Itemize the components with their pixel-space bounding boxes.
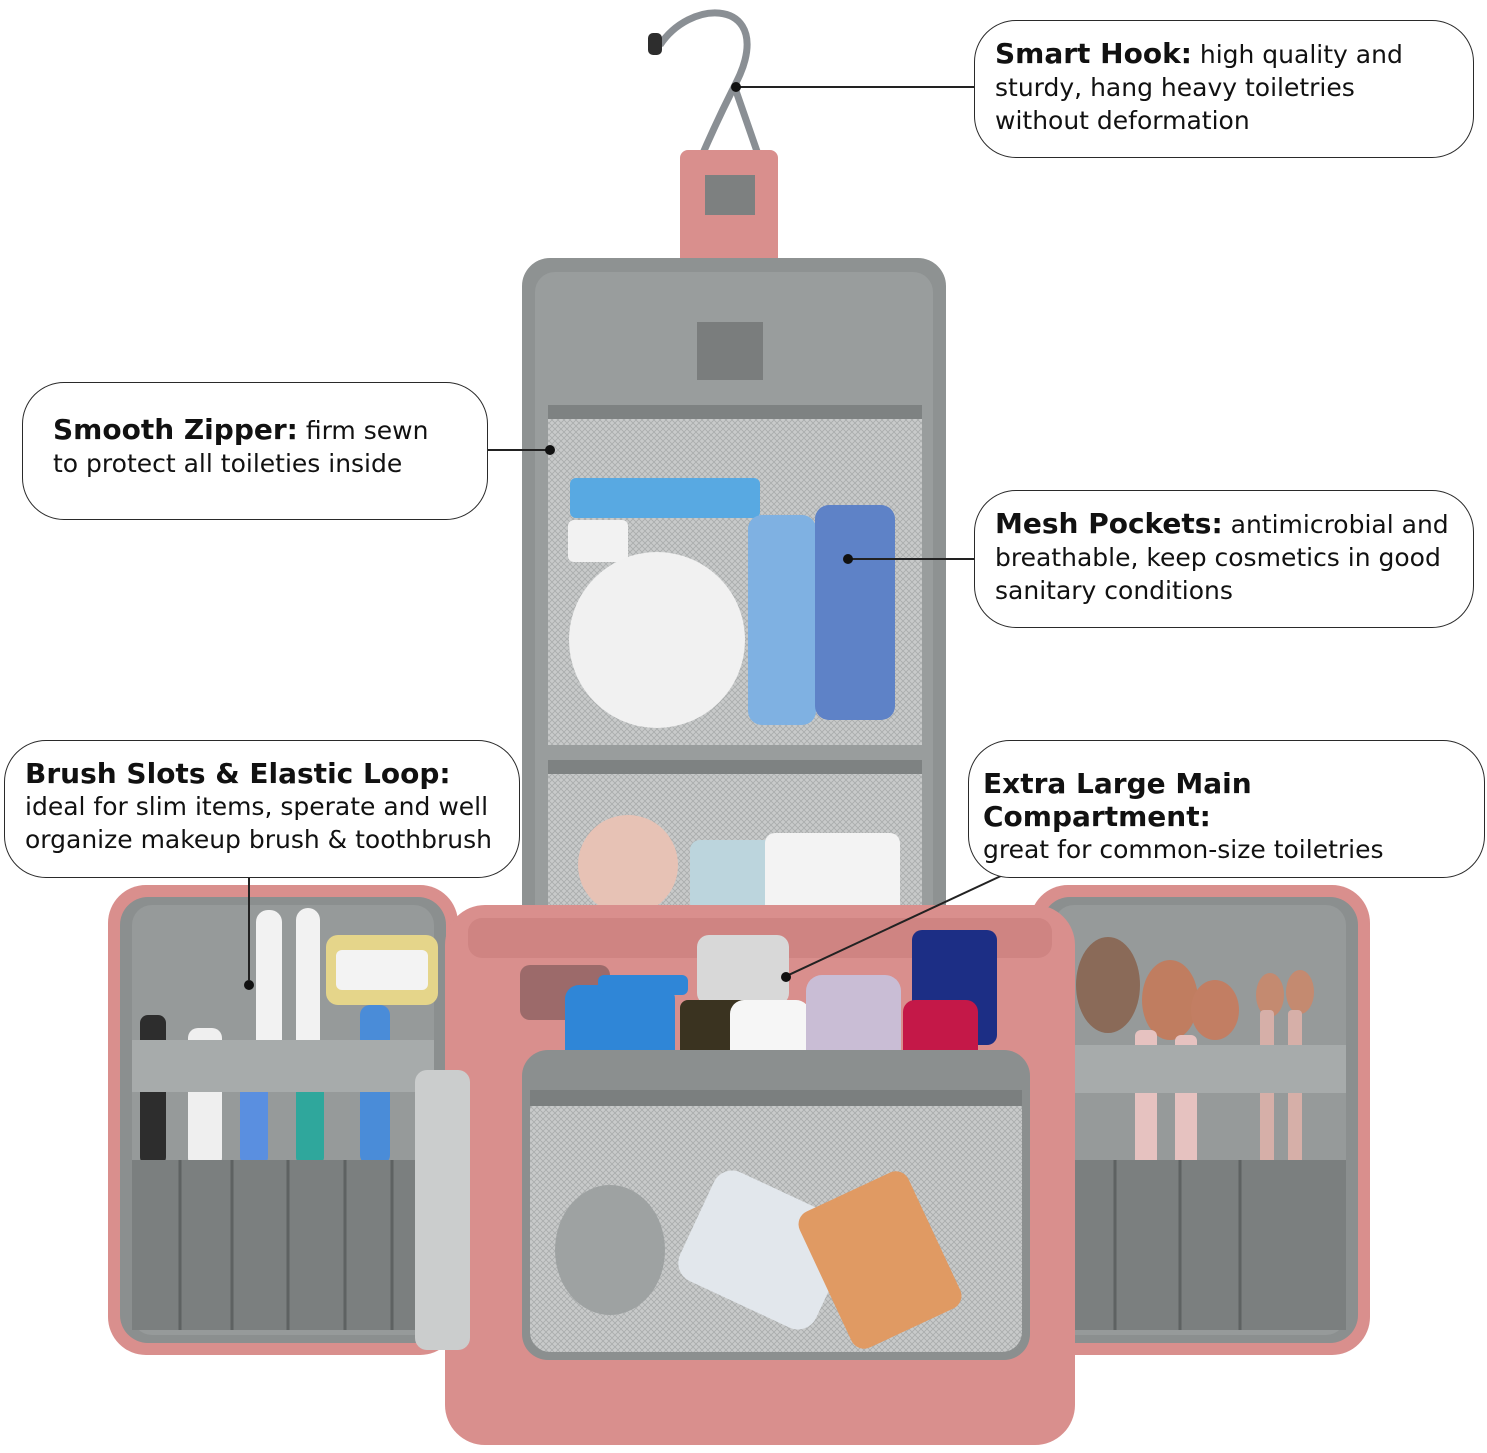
- connector-line-smooth-zipper: [487, 449, 549, 451]
- callout-title: Smooth Zipper:: [53, 413, 298, 446]
- callout-main-compartment: Extra Large Main Compartment: great for …: [968, 740, 1485, 878]
- hanging-panel: [522, 258, 946, 948]
- main-compartment: [415, 905, 1075, 1445]
- callout-smart-hook: Smart Hook: high quality and sturdy, han…: [974, 20, 1474, 158]
- connector-dot-mesh-pockets: [843, 554, 853, 564]
- connector-line-mesh-pockets: [850, 558, 974, 560]
- connector-line-smart-hook: [740, 86, 974, 88]
- callout-text: antimicrobial and breathable, keep cosme…: [995, 510, 1449, 605]
- callout-title: Extra Large Main Compartment:: [983, 767, 1252, 833]
- right-flap: [1030, 885, 1370, 1355]
- callout-mesh-pockets: Mesh Pockets: antimicrobial and breathab…: [974, 490, 1474, 628]
- connector-dot-main-compartment: [781, 972, 791, 982]
- connector-dot-brush-slots: [244, 980, 254, 990]
- connector-dot-smooth-zipper: [545, 445, 555, 455]
- callout-title: Mesh Pockets:: [995, 507, 1223, 540]
- callout-text: ideal for slim items, sperate and well o…: [25, 792, 493, 854]
- left-flap: [108, 885, 458, 1355]
- callout-title: Brush Slots & Elastic Loop:: [25, 757, 451, 790]
- callout-brush-slots: Brush Slots & Elastic Loop: ideal for sl…: [4, 740, 520, 878]
- callout-title: Smart Hook:: [995, 37, 1192, 70]
- connector-line-brush-slots: [248, 877, 250, 980]
- callout-smooth-zipper: Smooth Zipper: firm sewn to protect all …: [22, 382, 488, 520]
- callout-text: firm sewn to protect all toileties insid…: [53, 416, 429, 478]
- callout-text: great for common-size toiletries: [983, 835, 1384, 864]
- connector-dot-smart-hook: [731, 82, 741, 92]
- callout-text: high quality and sturdy, hang heavy toil…: [995, 40, 1403, 135]
